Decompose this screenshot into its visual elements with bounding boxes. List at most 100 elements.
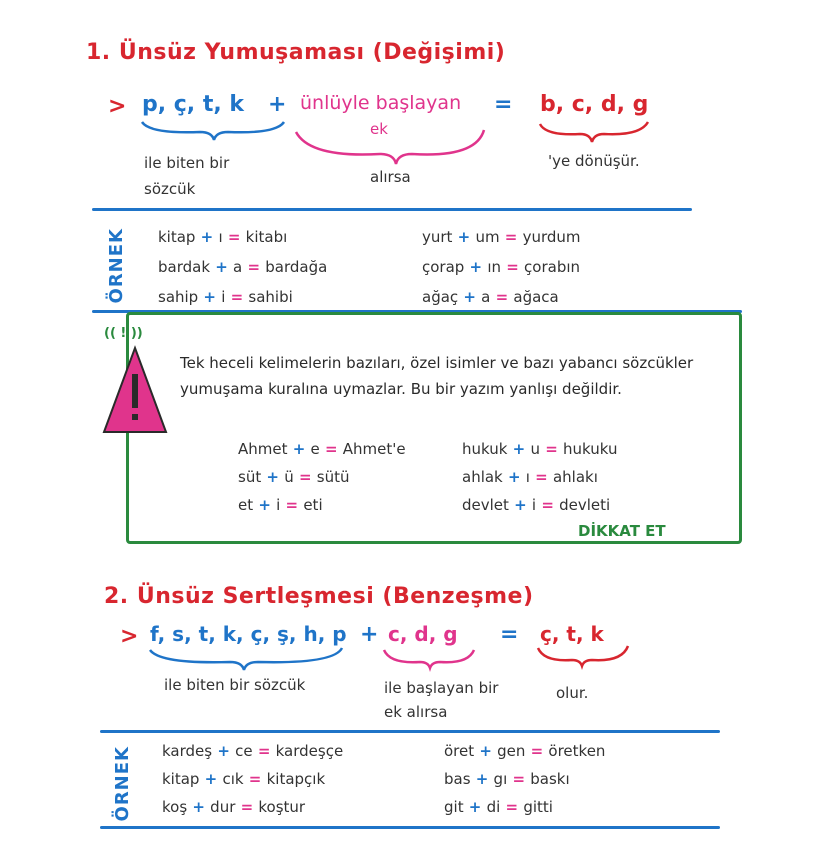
example-word: git <box>444 798 464 816</box>
example-equals: = <box>293 468 317 486</box>
examples1-bottom-line <box>92 310 742 313</box>
dikkat-et-label: DİKKAT ET <box>578 522 666 540</box>
warning-box <box>126 312 742 544</box>
example-suffix: gı <box>493 770 508 788</box>
example-suffix: ın <box>487 258 502 276</box>
examples2-bottom-line <box>100 826 720 829</box>
example-row: kardeş + ce = kardeşçe <box>162 742 343 760</box>
example-equals: = <box>252 742 276 760</box>
example-row: bas + gı = baskı <box>444 770 570 788</box>
section1-title: 1. Ünsüz Yumuşaması (Değişimi) <box>86 40 506 65</box>
section2-title: 2. Ünsüz Sertleşmesi (Benzeşme) <box>104 584 534 609</box>
warning-text: Tek heceli kelimelerin bazıları, özel is… <box>180 354 694 398</box>
example-plus: + <box>261 468 285 486</box>
example-row: kitap + cık = kitapçık <box>162 770 325 788</box>
example-word: koş <box>162 798 188 816</box>
example-word: çorap <box>422 258 465 276</box>
example-suffix: i <box>531 496 537 514</box>
example-row: sahip + i = sahibi <box>158 288 293 306</box>
example-row: kitap + ı = kitabı <box>158 228 287 246</box>
example-plus: + <box>470 770 494 788</box>
section1-label-result: 'ye dönüşür. <box>548 152 640 170</box>
example-plus: + <box>212 742 236 760</box>
examples1-top-line <box>92 208 692 211</box>
example-plus: + <box>187 798 211 816</box>
example-result: gitti <box>523 798 553 816</box>
example-equals: = <box>529 468 553 486</box>
example-result: yurdum <box>522 228 581 246</box>
example-equals: = <box>500 798 524 816</box>
section2-arrow: > <box>120 624 139 649</box>
section2-mid: c, d, g <box>388 622 458 646</box>
example-plus: + <box>508 496 532 514</box>
example-result: hukuku <box>562 440 618 458</box>
warning-triangle-icon <box>102 345 168 433</box>
section1-result: b, c, d, g <box>540 92 649 117</box>
section1-plus: + <box>268 92 287 117</box>
example-row: et + i = eti <box>238 496 323 514</box>
example-result: öretken <box>548 742 606 760</box>
example-suffix: cık <box>222 770 244 788</box>
example-row: yurt + um = yurdum <box>422 228 581 246</box>
section1-arrow: > <box>108 94 127 119</box>
example-equals: = <box>225 288 249 306</box>
example-word: Ahmet <box>238 440 288 458</box>
example-result: sahibi <box>248 288 293 306</box>
example-suffix: um <box>475 228 500 246</box>
example-equals: = <box>525 742 549 760</box>
example-word: bardak <box>158 258 211 276</box>
example-equals: = <box>235 798 259 816</box>
example-plus: + <box>253 496 277 514</box>
section2-plus: + <box>360 622 379 647</box>
example-row: hukuk + u = hukuku <box>462 440 617 458</box>
example-word: bas <box>444 770 471 788</box>
example-plus: + <box>287 440 311 458</box>
section1-letters: p, ç, t, k <box>142 92 244 117</box>
example-row: bardak + a = bardağa <box>158 258 327 276</box>
example-suffix: ü <box>284 468 294 486</box>
example-plus: + <box>452 228 476 246</box>
example-plus: + <box>502 468 526 486</box>
example-result: bardağa <box>265 258 328 276</box>
example-row: ağaç + a = ağaca <box>422 288 559 306</box>
example-result: koştur <box>258 798 306 816</box>
examples1-ornek-label: ÖRNEK <box>106 228 127 304</box>
example-equals: = <box>243 770 267 788</box>
examples2-top-line <box>100 730 720 733</box>
example-result: eti <box>303 496 323 514</box>
example-word: ahlak <box>462 468 503 486</box>
section2-result: ç, t, k <box>540 622 604 646</box>
example-equals: = <box>319 440 343 458</box>
example-result: baskı <box>530 770 570 788</box>
example-row: öret + gen = öretken <box>444 742 605 760</box>
example-word: et <box>238 496 254 514</box>
example-row: süt + ü = sütü <box>238 468 349 486</box>
example-result: kitapçık <box>266 770 326 788</box>
example-result: çorabın <box>524 258 581 276</box>
section2-label-result: olur. <box>556 684 589 702</box>
examples2-ornek-label: ÖRNEK <box>112 746 133 822</box>
example-suffix: gen <box>497 742 526 760</box>
example-row: çorap + ın = çorabın <box>422 258 580 276</box>
example-suffix: ce <box>235 742 253 760</box>
section2-letters: f, s, t, k, ç, ş, h, p <box>150 622 347 646</box>
example-word: ağaç <box>422 288 459 306</box>
example-result: kardeşçe <box>275 742 344 760</box>
example-result: kitabı <box>245 228 288 246</box>
section1-vowel-start: ünlüyle başlayan <box>300 92 462 114</box>
warning-sound-icon: (( ! )) <box>104 326 143 341</box>
example-plus: + <box>464 258 488 276</box>
example-word: sahip <box>158 288 199 306</box>
example-suffix: ı <box>218 228 223 246</box>
example-equals: = <box>536 496 560 514</box>
example-equals: = <box>490 288 514 306</box>
example-suffix: a <box>233 258 243 276</box>
example-equals: = <box>507 770 531 788</box>
example-result: ahlakı <box>552 468 598 486</box>
example-plus: + <box>458 288 482 306</box>
example-word: devlet <box>462 496 509 514</box>
example-suffix: e <box>310 440 320 458</box>
example-word: kardeş <box>162 742 213 760</box>
example-suffix: a <box>481 288 491 306</box>
example-result: devleti <box>559 496 611 514</box>
